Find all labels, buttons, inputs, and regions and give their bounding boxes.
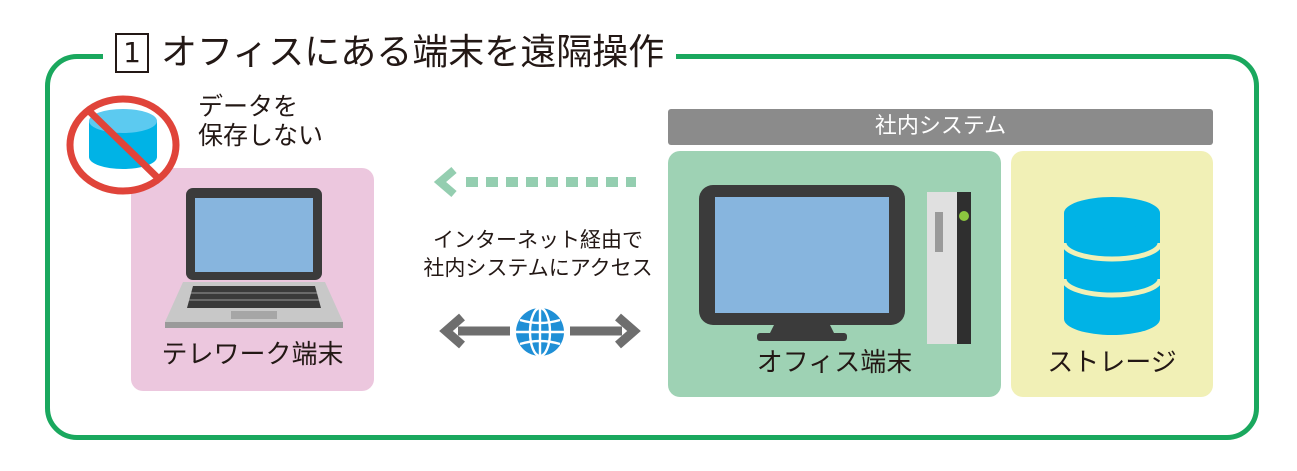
internal-system-bar: 社内システム <box>668 109 1213 145</box>
page-title: 1 オフィスにある端末を遠隔操作 <box>103 22 677 84</box>
pc-tower-icon <box>927 192 971 344</box>
storage-label: ストレージ <box>1047 348 1177 378</box>
access-description: インターネット経由で 社内システムにアクセス <box>398 226 678 282</box>
bidirectional-arrow-icon <box>439 313 641 349</box>
no-save-label: データを 保存しない <box>198 92 323 150</box>
telework-terminal-label: テレワーク端末 <box>161 340 344 370</box>
laptop-icon <box>165 188 343 328</box>
title-text: オフィスにある端末を遠隔操作 <box>161 32 665 73</box>
title-number: 1 <box>115 33 149 73</box>
access-line-2: 社内システムにアクセス <box>423 256 653 280</box>
access-line-1: インターネット経由で <box>433 228 643 252</box>
office-terminal-label: オフィス端末 <box>756 348 913 378</box>
database-icon <box>1061 197 1163 335</box>
no-save-line-1: データを <box>198 92 299 121</box>
no-save-line-2: 保存しない <box>198 121 324 150</box>
globe-icon <box>512 304 568 360</box>
no-storage-icon <box>66 95 180 195</box>
dotted-arrow-icon <box>433 166 636 198</box>
monitor-icon <box>699 185 905 341</box>
